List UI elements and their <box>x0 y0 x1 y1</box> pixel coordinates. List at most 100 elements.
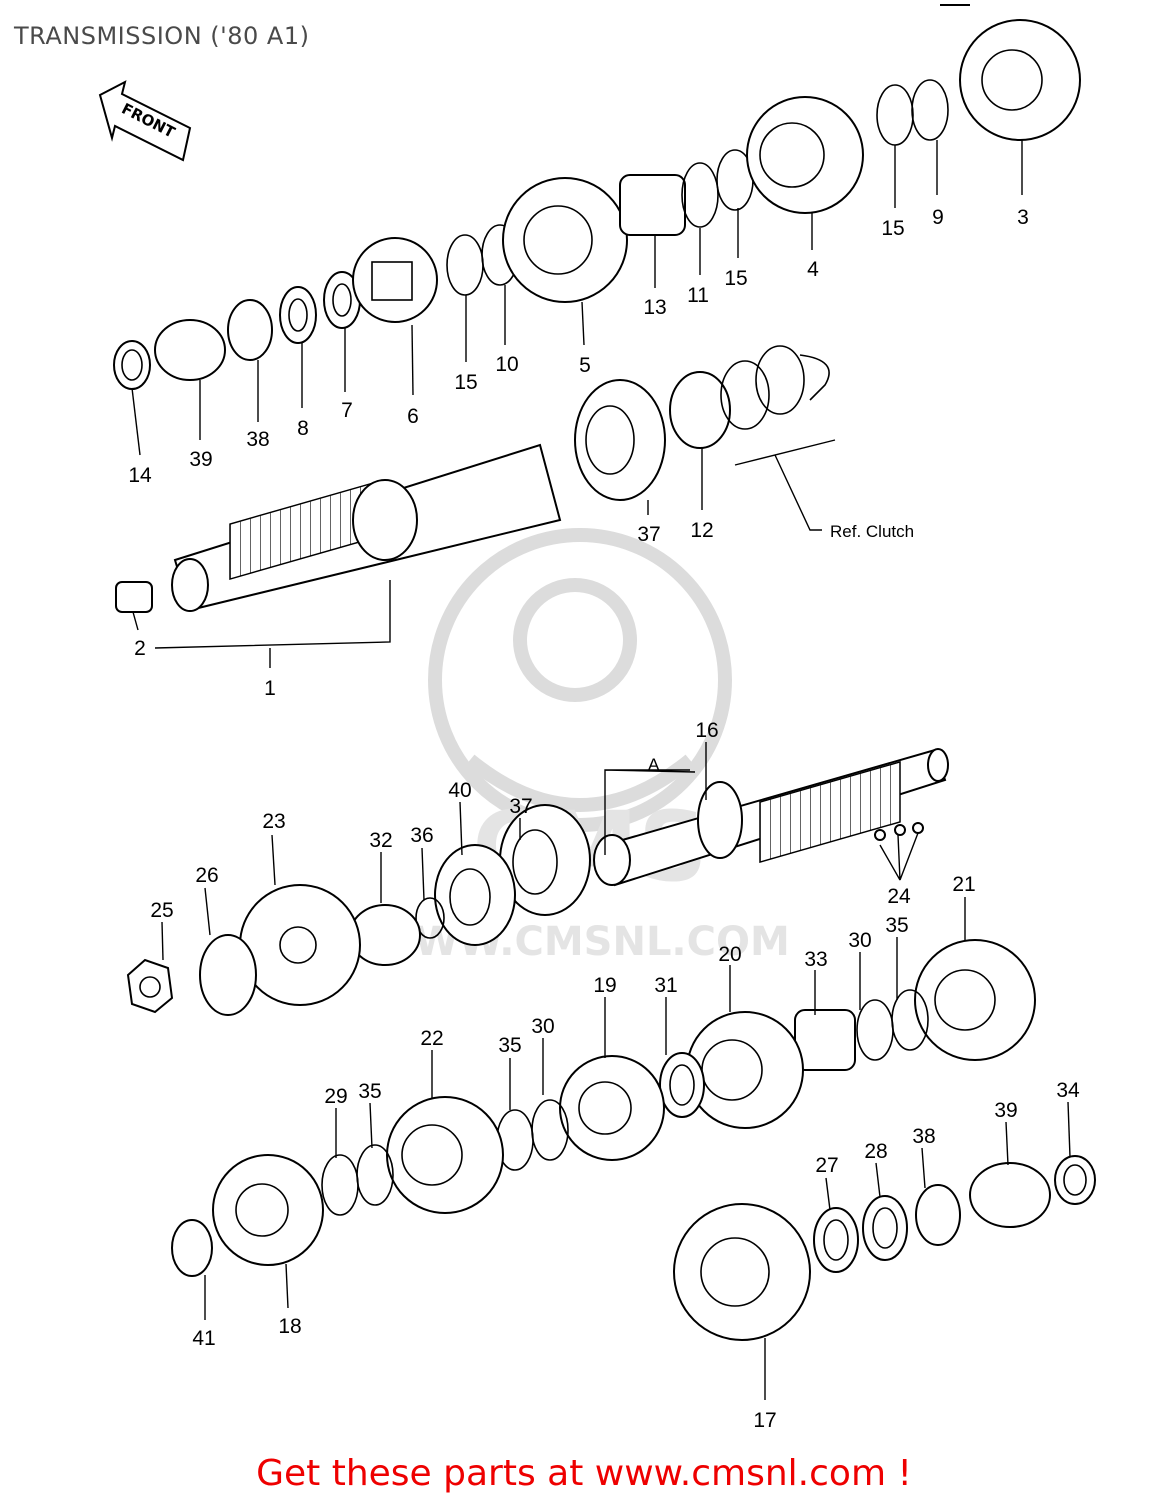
callout-4: 4 <box>807 258 819 281</box>
part-27-washer <box>813 1207 859 1273</box>
callout-41: 41 <box>192 1327 215 1350</box>
part-23-sprocket <box>239 884 361 1006</box>
part-26-lockwasher <box>199 934 257 1016</box>
callout-8: 8 <box>297 417 309 440</box>
front-arrow-icon: FRONT <box>98 80 192 162</box>
output-shaft-collar <box>697 781 743 859</box>
part-30-washer-b <box>531 1099 569 1161</box>
part-6-gear <box>352 237 438 323</box>
callout-33: 33 <box>804 948 827 971</box>
callout-40: 40 <box>448 779 471 802</box>
part-36-o-ring <box>415 897 445 939</box>
callout-24: 24 <box>887 885 911 908</box>
callout-1: 1 <box>264 677 276 700</box>
callout-18: 18 <box>278 1315 301 1338</box>
part-22-gear <box>386 1096 504 1214</box>
part-20-gear <box>686 1011 804 1129</box>
callout-15c: 15 <box>454 371 477 394</box>
part-12-ring <box>669 371 731 449</box>
callout-10: 10 <box>495 353 518 376</box>
part-39-bushing-b <box>969 1162 1051 1228</box>
callout-17: 17 <box>753 1409 776 1432</box>
callout-labels: 1 2 3 4 5 6 7 8 9 10 11 12 13 14 15 15 1… <box>128 206 1080 1432</box>
callout-28: 28 <box>864 1140 887 1163</box>
callout-15b: 15 <box>724 267 747 290</box>
part-13-bushing <box>619 174 686 236</box>
output-shaft-end <box>593 834 631 886</box>
part-8-washer <box>279 286 317 344</box>
top-edge-mark <box>940 4 970 6</box>
part-38-needle-bearing-b <box>915 1184 961 1246</box>
callout-34: 34 <box>1056 1079 1080 1102</box>
drive-shaft-end <box>171 558 209 612</box>
page-title: TRANSMISSION ('80 A1) <box>14 22 310 50</box>
part-34-circlip <box>1054 1155 1096 1205</box>
callout-9: 9 <box>932 206 944 229</box>
part-14-circlip <box>113 340 151 390</box>
part-17-gear <box>673 1203 811 1341</box>
part-19-gear <box>559 1055 665 1161</box>
watermark-site: WWW.CMSNL.COM <box>370 919 790 965</box>
callout-6: 6 <box>407 405 419 428</box>
callout-12: 12 <box>690 519 713 542</box>
callout-23: 23 <box>262 810 285 833</box>
drive-shaft-gear <box>352 479 418 561</box>
callout-35b: 35 <box>498 1034 521 1057</box>
callout-20: 20 <box>718 943 741 966</box>
part-33-bushing <box>794 1009 856 1071</box>
callout-21: 21 <box>952 873 975 896</box>
part-41-bearing <box>171 1219 213 1277</box>
part-15-circlip <box>446 234 484 296</box>
part-4-gear <box>746 96 864 214</box>
part-15-circlip-c <box>876 84 914 146</box>
callout-32: 32 <box>369 829 392 852</box>
part-35-circlip-c <box>356 1144 394 1206</box>
part-2-collar <box>115 581 153 613</box>
callout-16: 16 <box>695 719 718 742</box>
callout-35c: 35 <box>358 1080 381 1103</box>
callout-15a: 15 <box>881 217 904 240</box>
part-3-gear <box>959 19 1081 141</box>
part-5-gear <box>502 177 628 303</box>
callout-36: 36 <box>410 824 433 847</box>
callout-27: 27 <box>815 1154 838 1177</box>
callout-37a: 37 <box>637 523 660 546</box>
callout-30b: 30 <box>531 1015 554 1038</box>
leader-lines <box>131 140 1071 1400</box>
callout-25: 25 <box>150 899 173 922</box>
callout-37b: 37 <box>509 795 532 818</box>
callout-26: 26 <box>195 864 218 887</box>
callout-30a: 30 <box>848 929 871 952</box>
part-28-washer <box>862 1195 908 1261</box>
callout-5: 5 <box>579 354 591 377</box>
callout-29: 29 <box>324 1085 347 1108</box>
part-11-washer <box>681 162 719 228</box>
callout-22: 22 <box>420 1027 443 1050</box>
dimension-a-label: A <box>648 755 660 774</box>
part-37-bearing <box>574 379 666 501</box>
part-32-collar <box>349 904 421 966</box>
callout-38b: 38 <box>912 1125 935 1148</box>
part-25-nut <box>126 958 174 1014</box>
callout-11: 11 <box>687 284 709 307</box>
part-39-bushing <box>154 319 226 381</box>
callout-39b: 39 <box>994 1099 1017 1122</box>
parts-cta-link[interactable]: Get these parts at www.cmsnl.com ! <box>256 1453 912 1494</box>
part-30-washer <box>856 999 894 1061</box>
callout-38a: 38 <box>246 428 269 451</box>
part-9-washer <box>911 79 949 141</box>
ref-clutch-note: Ref. Clutch <box>830 522 914 541</box>
callout-2: 2 <box>134 637 146 660</box>
part-18-gear <box>212 1154 324 1266</box>
callout-35a: 35 <box>885 914 908 937</box>
callout-3: 3 <box>1017 206 1029 229</box>
output-shaft-assembly <box>126 748 1096 1341</box>
part-24-ball <box>874 829 886 841</box>
part-29-washer <box>321 1154 359 1216</box>
watermark: CMS WWW.CMSNL.COM <box>370 528 790 965</box>
part-21-gear <box>914 939 1036 1061</box>
callout-13: 13 <box>643 296 666 319</box>
callout-14: 14 <box>128 464 152 487</box>
callout-19: 19 <box>593 974 616 997</box>
